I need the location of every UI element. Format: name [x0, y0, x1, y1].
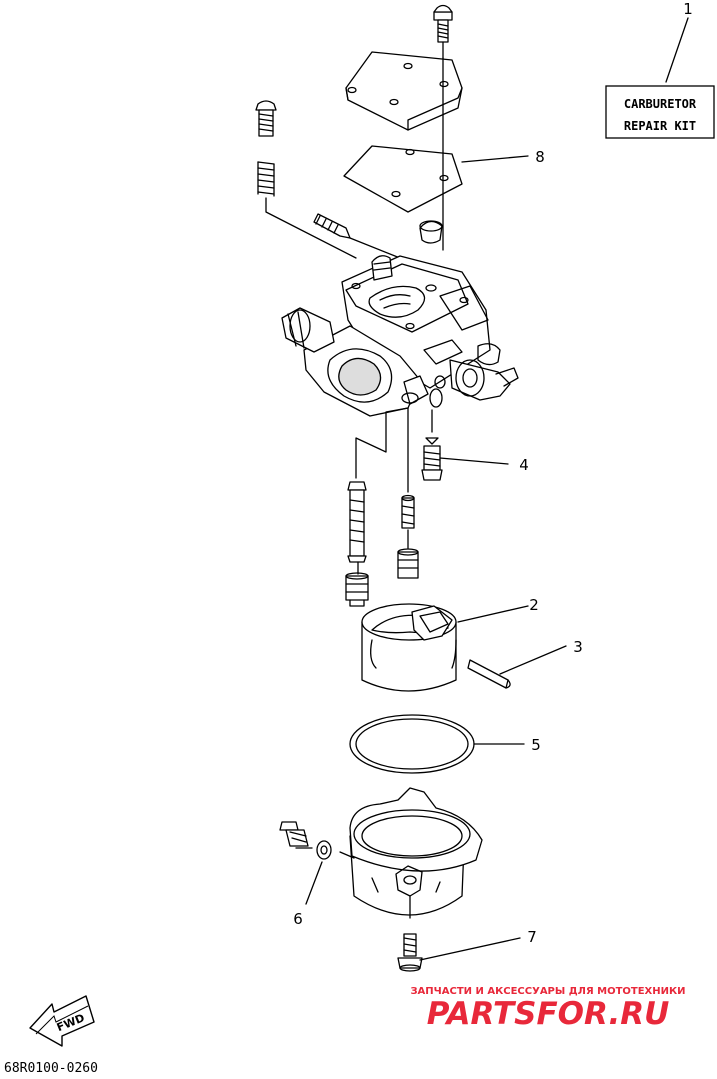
callout-5: 5	[531, 736, 541, 754]
washer[interactable]	[305, 840, 332, 905]
callout-4: 4	[519, 456, 529, 474]
carburetor-body[interactable]	[281, 255, 519, 417]
gasket-leader-line	[461, 155, 529, 163]
float[interactable]	[361, 603, 529, 692]
main-nozzle[interactable]	[347, 481, 367, 575]
float-bowl[interactable]	[339, 787, 483, 919]
fwd-direction-arrow: FWD	[29, 995, 95, 1047]
mixture-needle[interactable]	[313, 213, 401, 259]
o-ring-gasket[interactable]	[349, 714, 525, 774]
watermark-logo: PARTSFOR.RU	[427, 996, 670, 1032]
callout-7: 7	[527, 928, 537, 946]
main-jet[interactable]	[345, 572, 369, 607]
watermark-caption: ЗАПЧАСТИ И АКСЕССУАРЫ ДЛЯ МОТОТЕХНИКИ	[410, 986, 685, 997]
jet-leader-lines	[355, 407, 433, 493]
callout-2: 2	[529, 596, 539, 614]
callout-3: 3	[573, 638, 583, 656]
top-screw[interactable]	[433, 4, 453, 59]
drain-screw[interactable]	[279, 821, 313, 849]
partsfor-watermark: ЗАПЧАСТИ И АКСЕССУАРЫ ДЛЯ МОТОТЕХНИКИ PA…	[410, 986, 685, 1032]
diaphragm-gasket[interactable]	[343, 57, 463, 251]
carburetor-repair-kit-box[interactable]: CARBURETOR REPAIR KIT	[605, 85, 715, 139]
callout-6: 6	[293, 910, 303, 928]
float-pin[interactable]	[467, 645, 567, 689]
bowl-screw[interactable]	[397, 933, 521, 972]
callout-8: 8	[535, 148, 545, 166]
top-cover-plate[interactable]	[345, 51, 463, 131]
kit-label-line1: CARBURETOR	[624, 97, 697, 111]
adjust-screw-and-spring[interactable]	[255, 100, 357, 259]
callout-1: 1	[683, 0, 693, 18]
pilot-jet[interactable]	[401, 494, 415, 549]
pilot-jet-holder[interactable]	[397, 548, 419, 579]
needle-valve[interactable]	[421, 437, 509, 481]
drawing-code: 68R0100-0260	[4, 1061, 98, 1075]
small-cap[interactable]	[419, 220, 443, 244]
kit-leader-line	[665, 17, 689, 83]
kit-label-line2: REPAIR KIT	[624, 119, 696, 133]
